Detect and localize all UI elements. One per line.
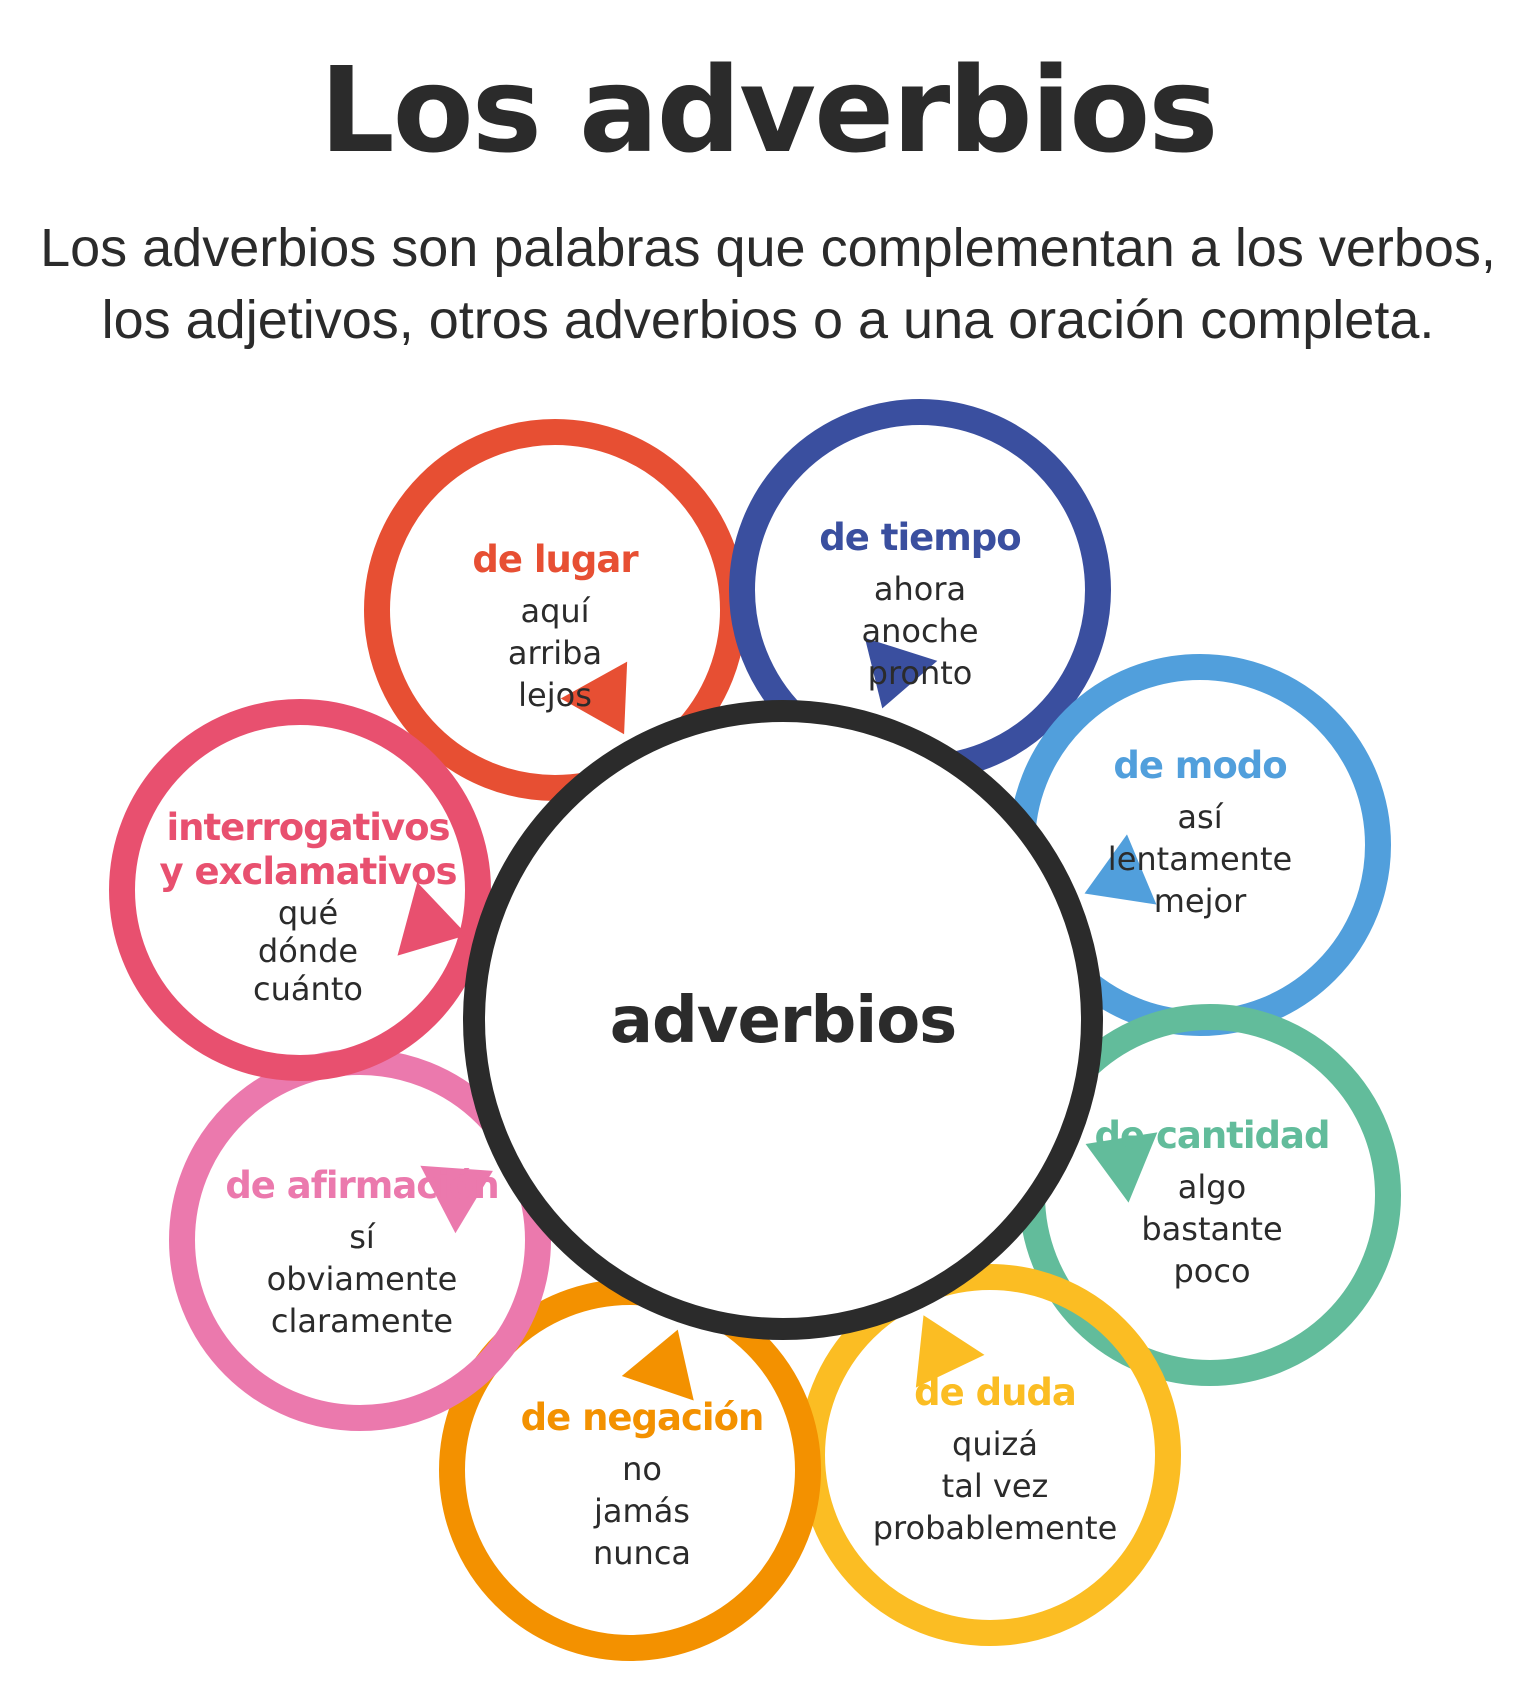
subtitle-line-1: Los adverbios son palabras que complemen…	[40, 218, 1496, 278]
arrowhead-icon	[1084, 834, 1157, 905]
category-example: pronto	[868, 654, 973, 692]
page-subtitle: Los adverbios son palabras que complemen…	[0, 212, 1536, 356]
category-example: aquí	[520, 592, 590, 630]
category-ring	[109, 699, 491, 1081]
category-label-group: de duda quizá tal vez probablemente	[873, 1371, 1118, 1547]
arrowhead-icon	[560, 661, 628, 735]
category-example: qué	[278, 894, 338, 932]
category-example: algo	[1178, 1168, 1246, 1206]
category-heading: interrogativos	[166, 806, 449, 849]
category-example: anoche	[861, 612, 978, 650]
category-heading: de cantidad	[1094, 1114, 1329, 1157]
category-example: así	[1177, 798, 1223, 836]
category-label-group: de tiempo ahora anoche pronto	[819, 516, 1021, 692]
category-example: tal vez	[942, 1467, 1049, 1505]
category-heading: de lugar	[472, 538, 639, 581]
arrowhead-icon	[397, 882, 468, 956]
category-example: obviamente	[267, 1260, 458, 1298]
category-example: lejos	[518, 676, 592, 714]
category-example: jamás	[593, 1492, 690, 1530]
center-circle: adverbios	[463, 700, 1103, 1340]
category-example: sí	[349, 1218, 376, 1256]
category-example: no	[622, 1450, 662, 1488]
category-example: claramente	[271, 1302, 453, 1340]
category-example: bastante	[1141, 1210, 1282, 1248]
category-heading: de afirmación	[225, 1164, 498, 1207]
category-example: ahora	[874, 570, 966, 608]
subtitle-line-2: los adjetivos, otros adverbios o a una o…	[101, 290, 1435, 350]
category-example: lentamente	[1108, 840, 1292, 878]
category-example: quizá	[952, 1425, 1038, 1463]
category-label-group: de cantidad algo bastante poco	[1094, 1114, 1330, 1290]
arrowhead-icon	[1085, 1132, 1158, 1203]
category-example: probablemente	[873, 1509, 1118, 1547]
arrowhead-icon	[915, 1315, 985, 1388]
category-label-group: de modo así lentamente mejor	[1108, 744, 1292, 920]
category-example: cuánto	[253, 970, 363, 1008]
category-heading: de duda	[914, 1371, 1076, 1414]
category-example: nunca	[593, 1534, 691, 1572]
arrowhead-icon	[864, 637, 938, 709]
category-example: mejor	[1154, 882, 1247, 920]
category-heading: y exclamativos	[160, 850, 457, 893]
category-label-group: de lugar aquí arriba lejos	[472, 538, 640, 714]
category-heading: de negación	[521, 1396, 764, 1439]
category-label-group: de afirmación sí obviamente claramente	[225, 1164, 499, 1340]
category-heading: de tiempo	[819, 516, 1020, 559]
ring-circle	[109, 699, 491, 1081]
category-label-group: de negación no jamás nunca	[521, 1396, 765, 1572]
category-example: poco	[1173, 1252, 1250, 1290]
center-label: adverbios	[610, 984, 957, 1058]
category-example: arriba	[508, 634, 602, 672]
arrowhead-icon	[621, 1329, 694, 1401]
category-example: dónde	[258, 932, 358, 970]
page-title: Los adverbios	[319, 41, 1218, 179]
arrowhead-icon	[420, 1165, 493, 1234]
category-heading: de modo	[1113, 744, 1286, 787]
